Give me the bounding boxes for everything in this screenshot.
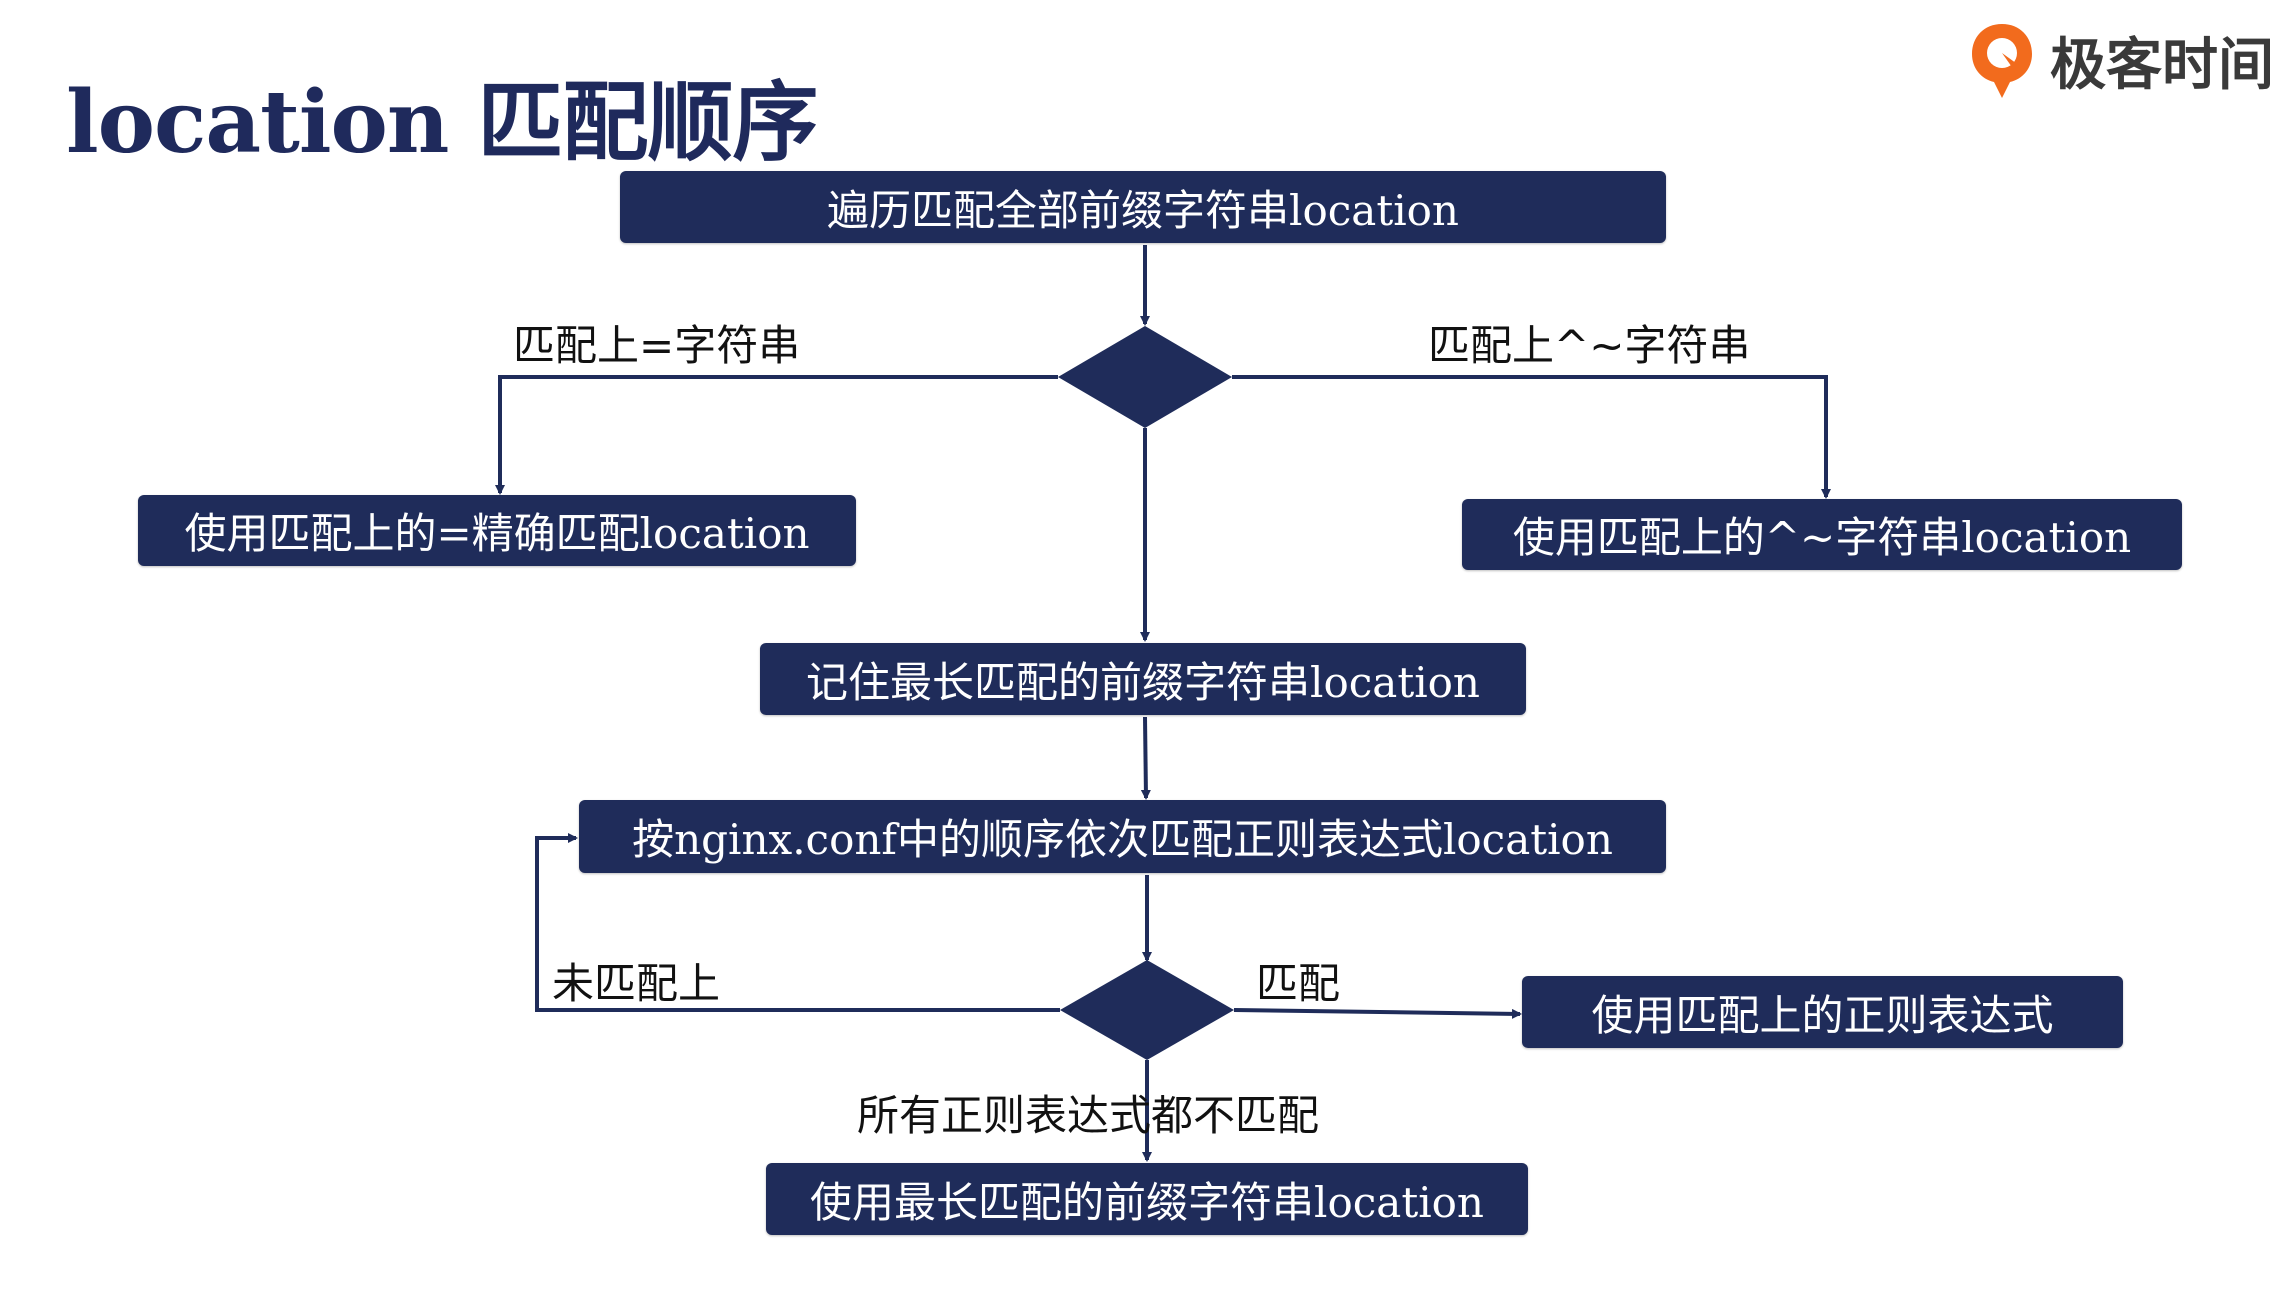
node-start: 遍历匹配全部前缀字符串location (620, 171, 1666, 243)
brand-logo: 极客时间 (1966, 14, 2274, 106)
node-exact: 使用匹配上的=精确匹配location (138, 495, 856, 566)
edge-label-matched: 匹配 (1256, 959, 1341, 1008)
edge-remember-to-regex (1140, 716, 1151, 800)
edge-label-exact-match: 匹配上=字符串 (513, 321, 801, 370)
node-use-longest: 使用最长匹配的前缀字符串location (766, 1163, 1528, 1235)
edge-label-not-matched: 未匹配上 (552, 959, 721, 1008)
page-title: location 匹配顺序 (66, 72, 818, 173)
edge-decision2-loop-back (535, 833, 1060, 1012)
brand-logo-icon (1972, 24, 2032, 98)
edge-decision1-to-exact (495, 375, 1058, 495)
node-regex-loop: 按nginx.conf中的顺序依次匹配正则表达式location (579, 800, 1666, 873)
edge-label-caret-match: 匹配上^~字符串 (1428, 321, 1751, 370)
node-caret: 使用匹配上的^~字符串location (1462, 499, 2182, 570)
brand-name: 极客时间 (2050, 32, 2274, 98)
edge-label-none-matched: 所有正则表达式都不匹配 (857, 1091, 1320, 1140)
decision-diamond-1 (1058, 326, 1232, 428)
edge-decision1-to-caret (1232, 375, 1831, 499)
decision-diamond-2 (1060, 960, 1234, 1060)
node-use-regex: 使用匹配上的正则表达式 (1522, 976, 2123, 1048)
edge-decision2-to-use-regex (1233, 1008, 1522, 1019)
node-remember: 记住最长匹配的前缀字符串location (760, 643, 1526, 715)
